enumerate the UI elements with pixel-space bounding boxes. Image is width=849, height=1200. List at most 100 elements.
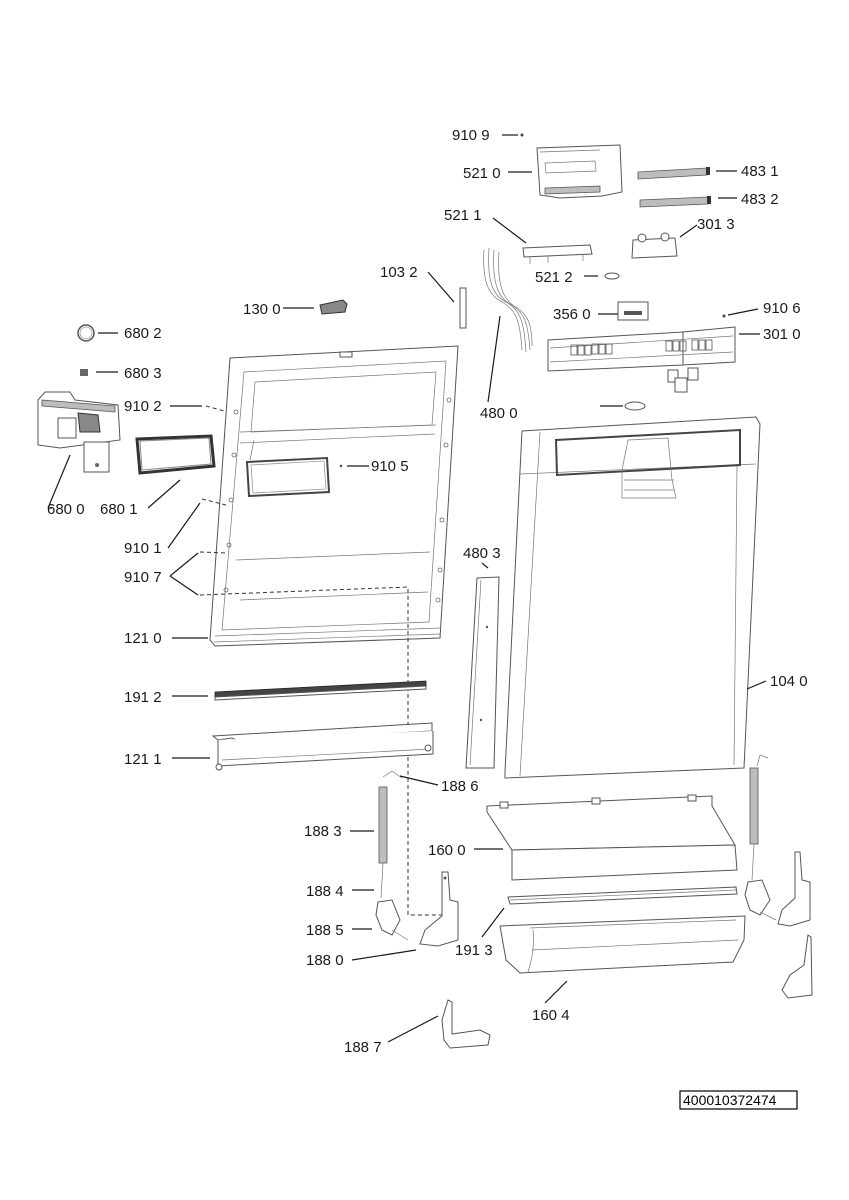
document-number: 400010372474 <box>683 1092 777 1108</box>
callout-label: 680 2 <box>124 325 162 342</box>
part-spring-188-3 <box>378 770 403 899</box>
part-kickplate-160-4 <box>499 915 746 974</box>
callout-680-0[interactable]: 680 0 <box>47 454 85 518</box>
callout-356-0[interactable]: 356 0 <box>553 306 622 323</box>
part-panel-160-0 <box>486 794 738 881</box>
callout-label: 188 0 <box>306 952 344 969</box>
callout-521-2[interactable]: 521 2 <box>535 269 598 286</box>
part-clip-680-3 <box>80 369 88 376</box>
part-bracket-103-2 <box>459 287 467 329</box>
callout-130-0[interactable]: 130 0 <box>243 301 314 318</box>
callout-188-0[interactable]: 188 0 <box>306 949 417 969</box>
callout-483-2[interactable]: 483 2 <box>718 191 779 208</box>
callout-160-0[interactable]: 160 0 <box>428 842 503 859</box>
part-control-panel-301-0 <box>547 326 736 393</box>
part-latch-130-0 <box>319 299 348 315</box>
callout-910-9[interactable]: 910 9 <box>452 127 518 144</box>
part-screw-910-9 <box>520 133 524 137</box>
callout-160-4[interactable]: 160 4 <box>532 980 570 1024</box>
callout-label: 160 0 <box>428 842 466 859</box>
callout-label: 680 0 <box>47 501 85 518</box>
part-gasket-680-1 <box>135 434 216 475</box>
callout-188-3[interactable]: 188 3 <box>304 823 374 840</box>
callout-680-2[interactable]: 680 2 <box>98 325 162 342</box>
part-foot-right <box>781 934 813 999</box>
callout-910-6[interactable]: 910 6 <box>727 300 801 317</box>
part-frame-121-1 <box>211 722 434 771</box>
callout-label: 910 6 <box>763 300 801 317</box>
callout-label: 521 1 <box>444 207 482 224</box>
callout-label: 104 0 <box>770 673 808 690</box>
callout-480-0[interactable]: 480 0 <box>480 315 518 422</box>
callout-label: 910 5 <box>371 458 409 475</box>
part-strip-191-3 <box>507 886 738 905</box>
callout-104-0[interactable]: 104 0 <box>746 673 808 690</box>
callout-301-3[interactable]: 301 3 <box>679 216 735 238</box>
part-connector-521-2 <box>604 272 620 280</box>
part-hinge-mechanism-right <box>744 879 777 921</box>
callout-521-0[interactable]: 521 0 <box>463 165 532 182</box>
callout-121-1[interactable]: 121 1 <box>124 751 210 768</box>
callout-label: 483 2 <box>741 191 779 208</box>
callout-label: 188 4 <box>306 883 344 900</box>
part-control-module-521-0 <box>536 144 623 199</box>
part-cable-483-2 <box>639 196 711 208</box>
callout-188-4[interactable]: 188 4 <box>306 883 374 900</box>
part-spring-right <box>749 754 769 881</box>
part-strip-480-3 <box>465 576 500 769</box>
part-hinge-bracket-188-0 <box>419 871 459 947</box>
part-seal-ring-680-2 <box>77 324 95 342</box>
callout-label: 480 3 <box>463 545 501 562</box>
callout-910-5[interactable]: 910 5 <box>339 458 409 475</box>
part-outer-door-104-0 <box>504 416 761 779</box>
callout-label: 191 2 <box>124 689 162 706</box>
callout-483-1[interactable]: 483 1 <box>716 163 779 180</box>
callout-label: 188 5 <box>306 922 344 939</box>
callout-480-3[interactable]: 480 3 <box>463 545 501 569</box>
callout-label: 910 9 <box>452 127 490 144</box>
callout-521-1[interactable]: 521 1 <box>444 207 527 244</box>
callout-label: 910 7 <box>124 569 162 586</box>
callout-label: 480 0 <box>480 405 518 422</box>
callout-label: 160 4 <box>532 1007 570 1024</box>
callout-label: 301 3 <box>697 216 735 233</box>
callout-191-3[interactable]: 191 3 <box>455 907 505 959</box>
callout-301-0[interactable]: 301 0 <box>739 326 801 343</box>
callout-label: 188 6 <box>441 778 479 795</box>
part-strip-191-2 <box>214 680 427 701</box>
part-board-521-1 <box>522 244 593 264</box>
part-hinge-mechanism-188-5 <box>375 899 409 941</box>
part-wiring-480-0 <box>483 247 533 353</box>
callout-188-6[interactable]: 188 6 <box>399 775 479 795</box>
callout-910-2[interactable]: 910 2 <box>124 398 229 415</box>
callout-188-7[interactable]: 188 7 <box>344 1015 439 1056</box>
callout-label: 301 0 <box>763 326 801 343</box>
callout-910-1[interactable]: 910 1 <box>124 498 227 557</box>
document-number-box: 400010372474 <box>679 1090 798 1110</box>
callout-label: 188 7 <box>344 1039 382 1056</box>
callout-label: 521 0 <box>463 165 501 182</box>
part-foot-188-7 <box>441 999 491 1049</box>
callout-label: 130 0 <box>243 301 281 318</box>
callout-label: 910 1 <box>124 540 162 557</box>
part-dispenser-680-0 <box>37 391 121 473</box>
callout-191-2[interactable]: 191 2 <box>124 689 208 706</box>
callout-680-3[interactable]: 680 3 <box>96 365 162 382</box>
callout-label: 910 2 <box>124 398 162 415</box>
callout-121-0[interactable]: 121 0 <box>124 630 208 647</box>
callout-188-5[interactable]: 188 5 <box>306 922 372 939</box>
part-screw-910-6 <box>722 314 726 318</box>
callout-label: 103 2 <box>380 264 418 281</box>
callout-label: 191 3 <box>455 942 493 959</box>
callout-label: 680 3 <box>124 365 162 382</box>
callout-label: 121 0 <box>124 630 162 647</box>
callout-label: 680 1 <box>100 501 138 518</box>
callout-103-2[interactable]: 103 2 <box>380 264 455 303</box>
callout-label: 521 2 <box>535 269 573 286</box>
part-button-301-3 <box>631 232 678 259</box>
callout-label: 121 1 <box>124 751 162 768</box>
callout-680-1[interactable]: 680 1 <box>100 479 181 518</box>
callout-label: 188 3 <box>304 823 342 840</box>
callout-label: 483 1 <box>741 163 779 180</box>
part-logo-badge <box>600 401 646 411</box>
